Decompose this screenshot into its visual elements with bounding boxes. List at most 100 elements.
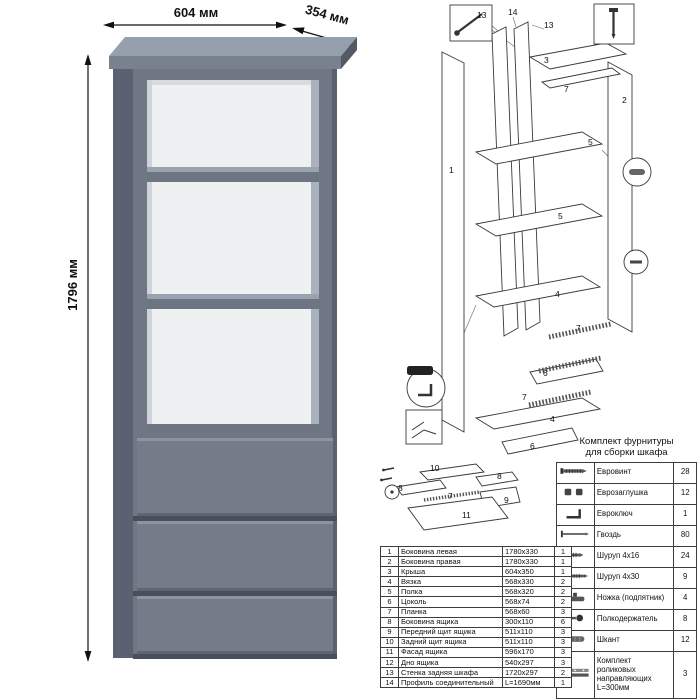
hardware-item-qty: 28 (673, 461, 697, 484)
hardware-row: Шуруп 4x30 9 (556, 566, 697, 589)
part-size: 596x170 (502, 646, 555, 659)
hardware-item-qty: 1 (673, 503, 697, 526)
part-num: 3 (380, 566, 399, 578)
part-size: 540x297 (502, 657, 555, 669)
hardware-item-name: Шуруп 4x16 (593, 545, 675, 568)
cabinet (109, 37, 357, 659)
part-num: 4 (380, 576, 399, 588)
part-num: 14 (380, 677, 399, 689)
part-qty: 2 (554, 596, 572, 608)
cabinet-top-surface (109, 37, 357, 56)
top-strip-part (540, 67, 622, 89)
hardware-icon-cell (556, 503, 595, 526)
part-name: Задний щит ящика (398, 636, 503, 648)
part-size: 300x110 (502, 616, 555, 628)
part-num: 11 (380, 646, 399, 659)
parts-row: 7 Планка 568x60 3 (380, 606, 572, 618)
hardware-row: Комплект роликовых направляющих L=300мм … (556, 650, 697, 699)
part-qty: 2 (554, 586, 572, 598)
hardware-item-name: Евроключ (593, 503, 675, 526)
hardware-title: Комплект фурнитуры для сборки шкафа (556, 436, 697, 459)
parts-row: 8 Боковина ящика 300x110 6 (380, 616, 572, 628)
part-size: 568x74 (502, 596, 555, 608)
hardware-item-qty: 24 (673, 545, 697, 568)
confirmat-screw-icon (560, 468, 588, 475)
parts-row: 14 Профиль соединительный L=1690мм 1 (380, 677, 572, 689)
part-size: L=1690мм (502, 677, 555, 689)
hardware-title-line1: Комплект фурнитуры (579, 436, 674, 447)
hardware-row: Гвоздь 80 (556, 524, 697, 547)
cabinet-bottom-edge (133, 654, 337, 659)
confirmat-tag (407, 366, 433, 375)
hardware-icon-cell (556, 482, 595, 505)
part-name: Стенка задняя шкафа (398, 667, 503, 679)
cabinet-interior-back (147, 80, 319, 432)
drawer-side-part-left (395, 479, 447, 496)
shelf-lower (147, 294, 319, 309)
back-panel-part-b (513, 21, 541, 331)
part-label: 14 (508, 7, 518, 17)
drawer-side-part-right (475, 471, 519, 487)
parts-row: 13 Стенка задняя шкафа 1720x297 2 (380, 667, 572, 679)
part-qty: 1 (554, 677, 572, 689)
part-label: 4 (550, 414, 555, 424)
hardware-item-qty: 4 (673, 587, 697, 610)
part-num: 12 (380, 657, 399, 669)
rail-part-b (474, 397, 602, 430)
left-side-panel-part (441, 51, 465, 433)
top-panel-part (528, 42, 628, 70)
part-name: Вязка (398, 576, 503, 588)
exploded-drawer-diagram (380, 463, 521, 531)
part-name: Крыша (398, 566, 503, 578)
hardware-icon-cell (556, 524, 595, 547)
drawer-front-2 (137, 521, 333, 591)
part-name: Передний щит ящика (398, 626, 503, 638)
hardware-item-qty: 8 (673, 608, 697, 631)
part-label: 13 (477, 10, 487, 20)
part-label: 8 (398, 483, 403, 493)
part-label: 6 (530, 441, 535, 451)
cabinet-right-edge (332, 69, 337, 658)
hardware-item-qty: 12 (673, 482, 697, 505)
nail-icon (561, 531, 590, 538)
part-label: 6 (543, 368, 548, 378)
part-label: 4 (555, 289, 560, 299)
height-dimension: 1796 мм (65, 54, 92, 662)
part-size: 1720x297 (502, 667, 555, 679)
drawer-back-part (419, 463, 485, 481)
part-num: 6 (380, 596, 399, 608)
part-name: Цоколь (398, 596, 503, 608)
shelf-part-a (474, 131, 604, 165)
part-label: 7 (522, 392, 527, 402)
hardware-row: Евроключ 1 (556, 503, 697, 526)
part-number-labels: 14 13 13 3 7 2 5 1 5 4 7 7 6 4 6 (449, 7, 627, 451)
cabinet-top-right-edge (341, 37, 357, 69)
product-render: 1796 мм 604 мм 354 мм (65, 2, 357, 662)
plinth-part-a (529, 358, 604, 385)
drawer-rail-part (423, 490, 481, 502)
height-dimension-label: 1796 мм (65, 259, 80, 311)
hardware-item-name: Полкодержатель (593, 608, 675, 631)
part-name: Дно ящика (398, 657, 503, 669)
parts-row: 5 Полка 568x320 2 (380, 586, 572, 598)
parts-row: 11 Фасад ящика 596x170 3 (380, 646, 572, 659)
hardware-item-qty: 3 (673, 650, 697, 699)
part-label: 7 (576, 323, 581, 333)
drawer-front-3 (137, 596, 333, 654)
part-label: 3 (544, 55, 549, 65)
drawer-bottom-part (407, 496, 509, 531)
cabinet-left-side-panel (113, 69, 133, 658)
hardware-row: Евровинт 28 (556, 461, 697, 484)
part-label: 7 (564, 84, 569, 94)
part-qty: 1 (554, 556, 572, 568)
part-label: 11 (462, 510, 471, 520)
drawer-gap-2 (133, 591, 337, 596)
exploded-assembly-diagram: 14 13 13 3 7 2 5 1 5 4 7 7 6 4 6 (380, 3, 652, 531)
part-name: Планка (398, 606, 503, 618)
part-name: Боковина ящика (398, 616, 503, 628)
part-label: 5 (558, 211, 563, 221)
depth-dimension-label: 354 мм (304, 2, 351, 28)
shelf-upper (147, 167, 319, 182)
part-size: 511x110 (502, 636, 555, 648)
